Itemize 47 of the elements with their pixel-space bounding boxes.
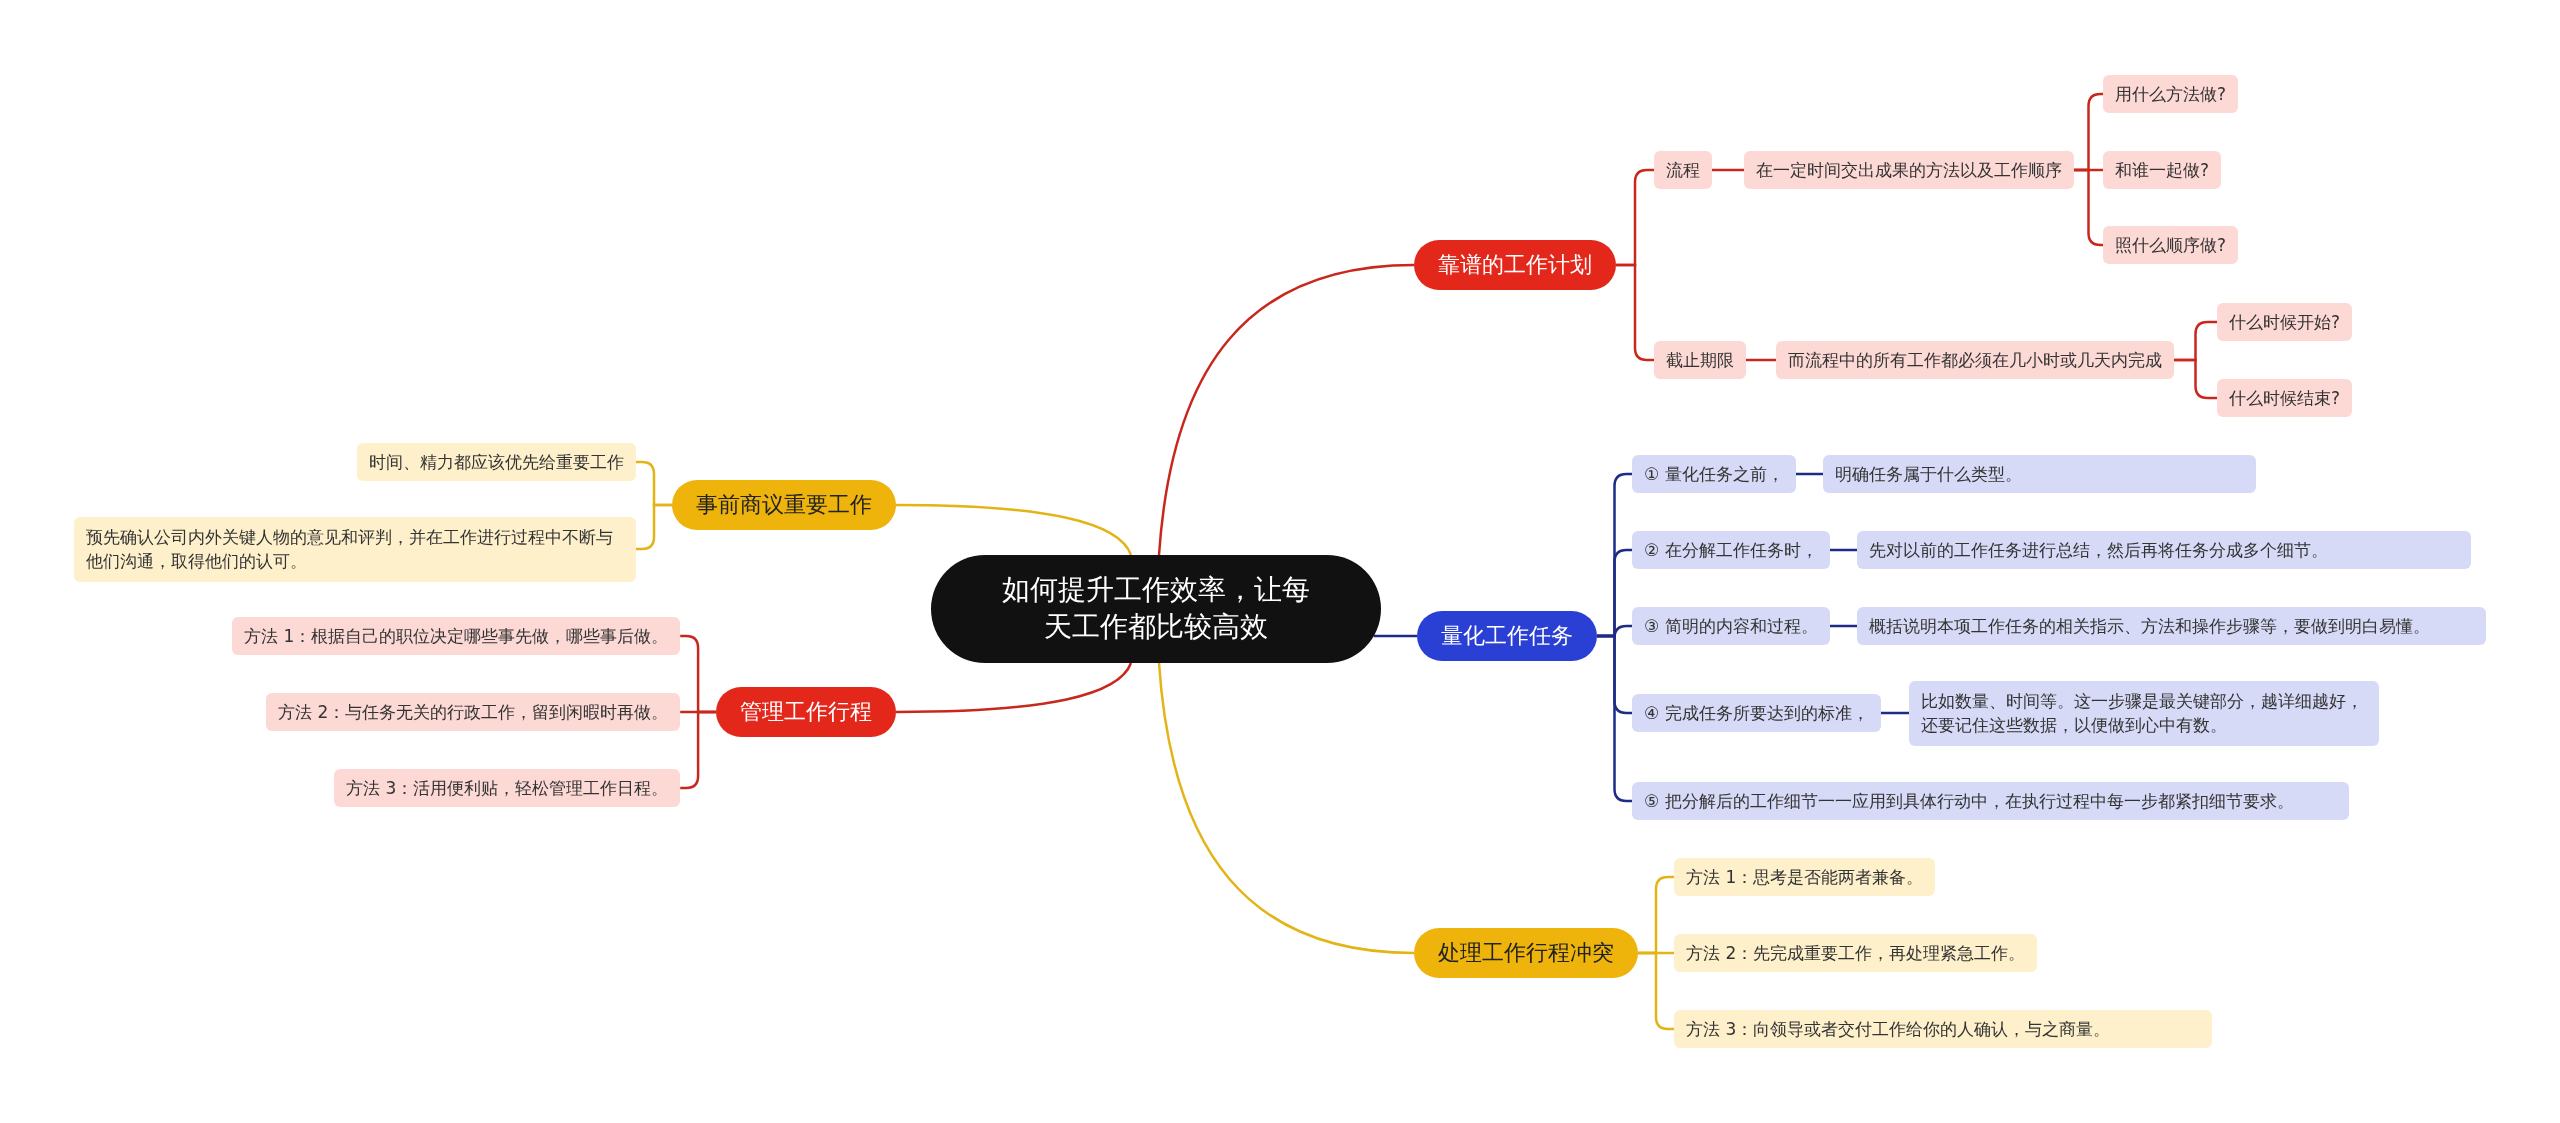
connector-line: [1880, 711, 1909, 715]
subtopic: 方法 3：活用便利贴，轻松管理工作日程。: [334, 769, 681, 807]
main-topic: 管理工作行程: [716, 687, 896, 737]
subtopic: 方法 2：与任务无关的行政工作，留到闲暇时再做。: [266, 693, 681, 731]
subtopic: ③ 简明的内容和过程。: [1632, 607, 1830, 645]
connector-line: [636, 503, 672, 551]
subtopic: ① 量化任务之前，: [1632, 455, 1796, 493]
subtopic: 明确任务属于什么类型。: [1823, 455, 2256, 493]
subtopic: 方法 2：先完成重要工作，再处理紧急工作。: [1674, 934, 2038, 972]
subtopic: 比如数量、时间等。这一步骤是最关键部分，越详细越好，还要记住这些数据，以便做到心中有数。: [1909, 680, 2379, 746]
subtopic: 而流程中的所有工作都必须在几小时或几天内完成: [1776, 341, 2174, 379]
connector-line: [1157, 263, 1415, 556]
connector-line: [1829, 624, 1857, 628]
connector-line: [1712, 168, 1744, 172]
subtopic: 照什么顺序做?: [2103, 226, 2239, 264]
subtopic: 时间、精力都应该优先给重要工作: [357, 443, 636, 481]
connector-line: [896, 662, 1133, 714]
subtopic: 先对以前的工作任务进行总结，然后再将任务分成多个细节。: [1857, 531, 2471, 569]
subtopic: 预先确认公司内外关键人物的意见和评判，并在工作进行过程中不断与他们沟通，取得他们的认可。: [74, 516, 636, 582]
main-topic: 量化工作任务: [1417, 611, 1597, 661]
subtopic: 什么时候结束?: [2217, 379, 2353, 417]
subtopic: ④ 完成任务所要达到的标准，: [1632, 694, 1881, 732]
main-topic: 事前商议重要工作: [672, 480, 896, 530]
subtopic: 和谁一起做?: [2103, 151, 2222, 189]
connector-line: [1373, 634, 1417, 638]
connector-line: [1157, 662, 1415, 955]
connector-line: [1795, 472, 1823, 476]
main-topic: 靠谱的工作计划: [1414, 240, 1616, 290]
connector-line: [1616, 263, 1654, 362]
connector-line: [1829, 548, 1857, 552]
subtopic: 流程: [1654, 151, 1712, 189]
subtopic: 用什么方法做?: [2103, 75, 2239, 113]
central-topic: 如何提升工作效率，让每天工作都比较高效: [931, 555, 1381, 663]
main-topic: 处理工作行程冲突: [1414, 928, 1638, 978]
subtopic: ② 在分解工作任务时，: [1632, 531, 1830, 569]
subtopic: 概括说明本项工作任务的相关指示、方法和操作步骤等，要做到明白易懂。: [1857, 607, 2486, 645]
connector-line: [2174, 358, 2217, 400]
connector-line: [896, 503, 1133, 556]
subtopic: 方法 1：根据自己的职位决定哪些事先做，哪些事后做。: [232, 617, 681, 655]
subtopic: ⑤ 把分解后的工作细节一一应用到具体行动中，在执行过程中每一步都紧扣细节要求。: [1632, 782, 2349, 820]
connector-line: [1746, 358, 1776, 362]
subtopic: 方法 3：向领导或者交付工作给你的人确认，与之商量。: [1674, 1010, 2212, 1048]
subtopic: 方法 1：思考是否能两者兼备。: [1674, 858, 1936, 896]
subtopic: 在一定时间交出成果的方法以及工作顺序: [1744, 151, 2074, 189]
subtopic: 什么时候开始?: [2217, 303, 2353, 341]
subtopic: 截止期限: [1654, 341, 1746, 379]
connector-line: [2074, 168, 2103, 247]
